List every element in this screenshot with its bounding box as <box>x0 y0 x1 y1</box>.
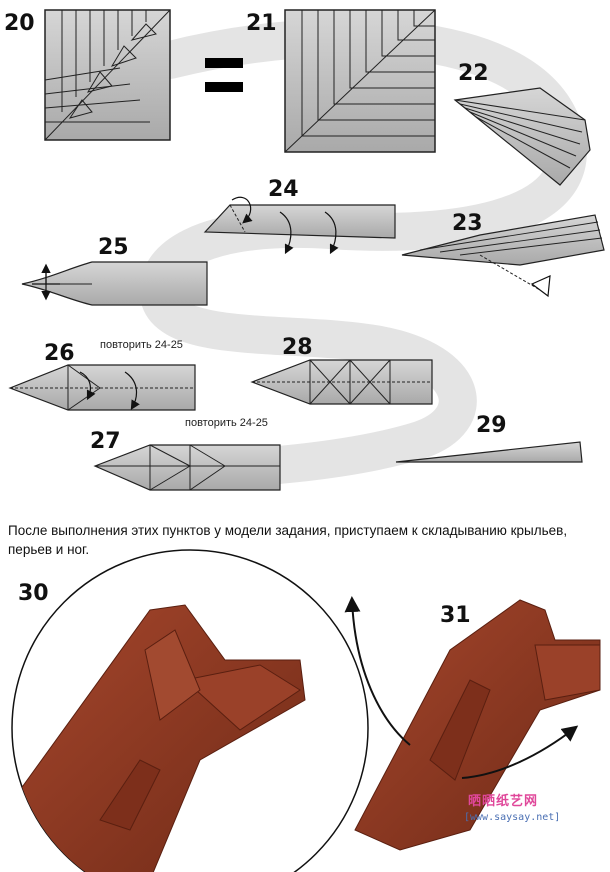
step-21-figure <box>284 9 436 153</box>
fold-arrow-icon <box>344 596 411 746</box>
step-23-figure <box>401 214 605 298</box>
step-number-26: 26 <box>44 341 75 366</box>
step-number-21: 21 <box>246 11 277 36</box>
step-number-23: 23 <box>452 211 483 236</box>
step-number-29: 29 <box>476 413 507 438</box>
eye-icon <box>530 275 551 298</box>
watermark-site: 晒晒纸艺网 <box>468 790 538 809</box>
step-number-30: 30 <box>18 581 49 606</box>
fold-arrow-icon <box>461 725 579 779</box>
fold-arrow-icon <box>79 371 96 401</box>
rotate-arrow-icon <box>231 196 253 224</box>
fold-arrow-icon <box>324 211 339 255</box>
step-29-figure <box>395 441 583 463</box>
instruction-text: После выполнения этих пунктов у модели з… <box>8 523 568 557</box>
step-number-27: 27 <box>90 429 121 454</box>
step-26-figure <box>8 364 196 411</box>
step-number-24: 24 <box>268 177 299 202</box>
move-arrows-icon <box>32 263 60 301</box>
watermark-url: [www.saysay.net] <box>464 812 561 823</box>
fold-arrow-icon <box>124 371 140 411</box>
step-number-25: 25 <box>98 235 129 260</box>
repeat-note-26: повторить 24-25 <box>100 339 183 351</box>
step-number-22: 22 <box>458 61 489 86</box>
repeat-note-27: повторить 24-25 <box>185 417 268 429</box>
step-20-figure <box>44 9 171 141</box>
step-25-figure <box>21 261 208 306</box>
equals-sign-icon <box>205 58 243 92</box>
step-number-31: 31 <box>440 603 471 628</box>
step-24-figure <box>203 196 396 255</box>
step-30-figure <box>11 549 369 872</box>
step-22-figure <box>453 87 591 186</box>
step-27-figure <box>93 444 281 491</box>
step-number-28: 28 <box>282 335 313 360</box>
step-number-20: 20 <box>4 11 35 36</box>
step-28-figure <box>250 359 433 405</box>
watermark-site-name: 晒晒纸艺网 <box>468 793 539 808</box>
step-31-figure <box>344 596 601 851</box>
fold-arrow-icon <box>279 211 294 255</box>
